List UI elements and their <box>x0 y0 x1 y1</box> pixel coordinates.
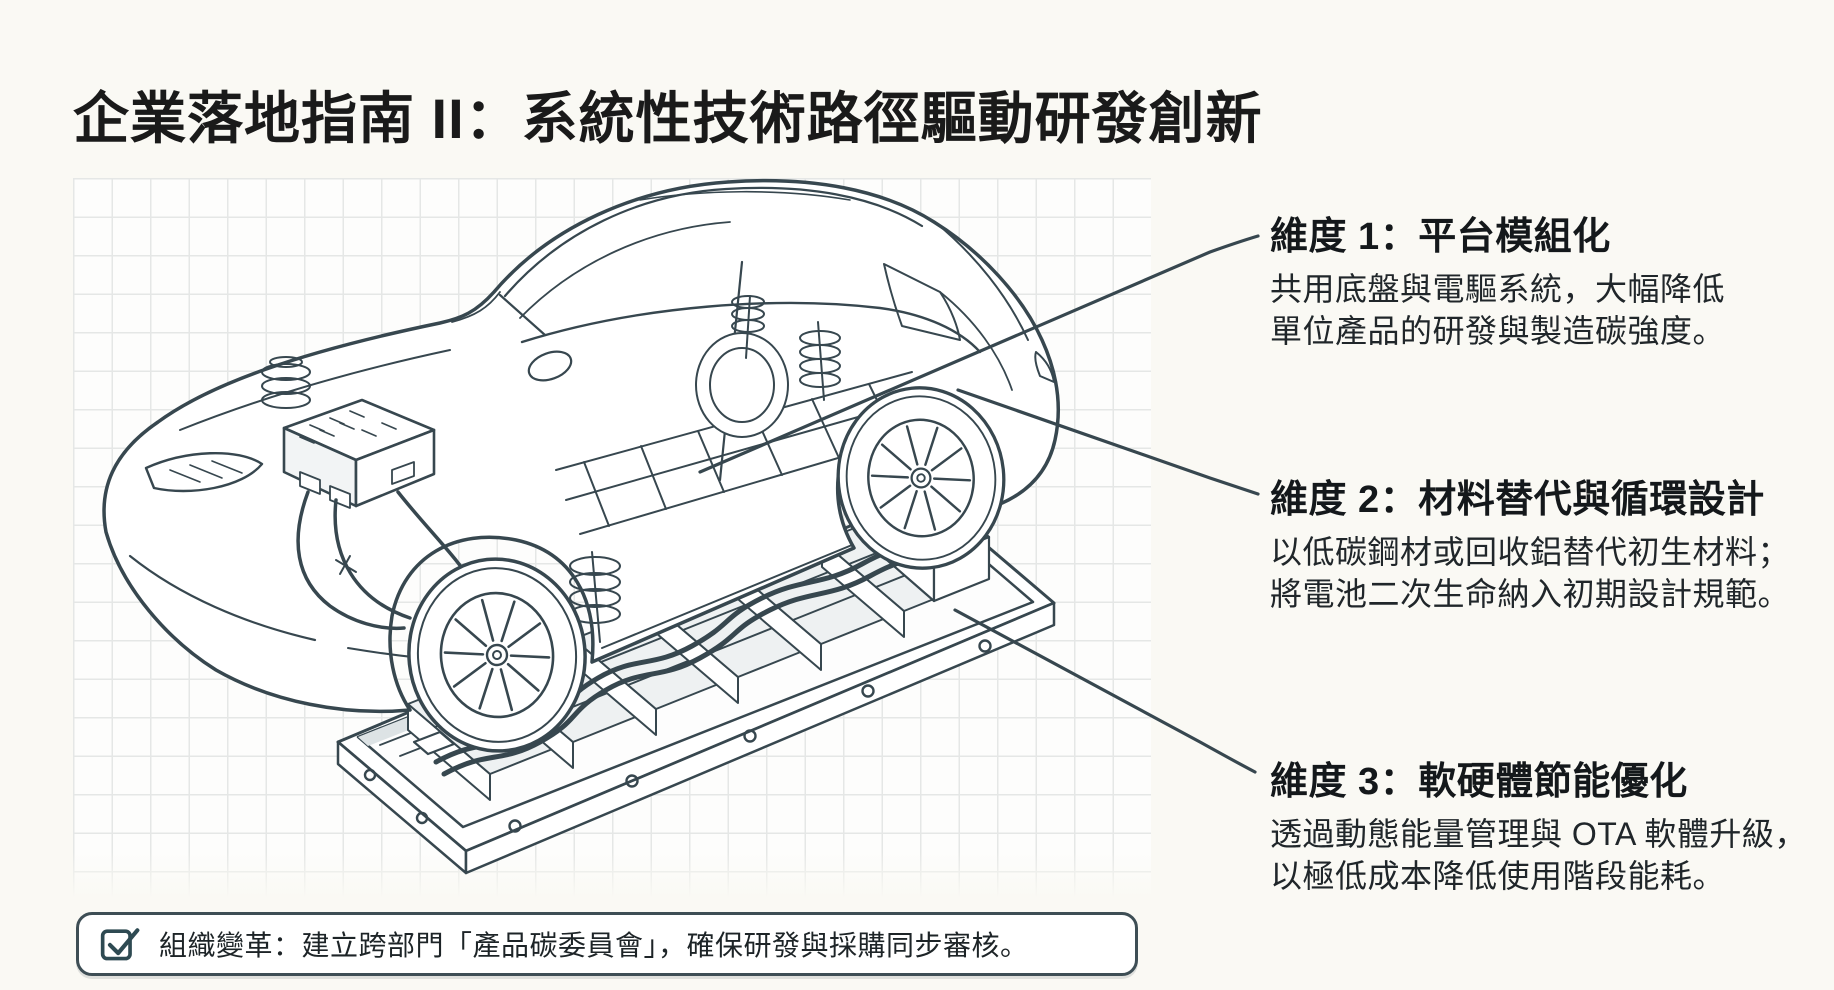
dimension-2-body-line-1: 以低碳鋼材或回收鋁替代初生材料； <box>1270 534 1791 570</box>
dimension-2-body-line-2: 將電池二次生命納入初期設計規範。 <box>1270 575 1791 612</box>
dimension-3-heading: 維度 3：軟硬體節能優化 <box>1270 761 1688 803</box>
checkbox-checked-icon <box>100 928 140 961</box>
dimension-1-heading: 維度 1：平台模組化 <box>1270 216 1611 258</box>
dimension-3-body-line-2: 以極低成本降低使用階段能耗。 <box>1270 857 1726 894</box>
dimension-block-2: 維度 2：材料替代與循環設計 以低碳鋼材或回收鋁替代初生材料； 將電池二次生命納… <box>1270 468 1830 615</box>
organization-note-box: 組織變革：建立跨部門「產品碳委員會」，確保研發與採購同步審核。 <box>76 912 1138 976</box>
organization-note-text: 組織變革：建立跨部門「產品碳委員會」，確保研發與採購同步審核。 <box>159 930 1029 961</box>
grid-paper-panel <box>73 178 1151 898</box>
dimension-3-body-line-1: 透過動態能量管理與 OTA 軟體升級， <box>1270 816 1807 852</box>
dimension-1-body-line-1: 共用底盤與電驅系統，大幅降低 <box>1270 271 1726 307</box>
dimension-block-3: 維度 3：軟硬體節能優化 透過動態能量管理與 OTA 軟體升級， 以極低成本降低… <box>1270 750 1830 897</box>
dimension-2-heading: 維度 2：材料替代與循環設計 <box>1270 479 1765 521</box>
dimension-1-body-line-2: 單位產品的研發與製造碳強度。 <box>1270 312 1726 349</box>
dimension-block-1: 維度 1：平台模組化 共用底盤與電驅系統，大幅降低 單位產品的研發與製造碳強度。 <box>1270 205 1830 352</box>
page-title: 企業落地指南 II：系統性技術路徑驅動研發創新 <box>73 86 1263 150</box>
